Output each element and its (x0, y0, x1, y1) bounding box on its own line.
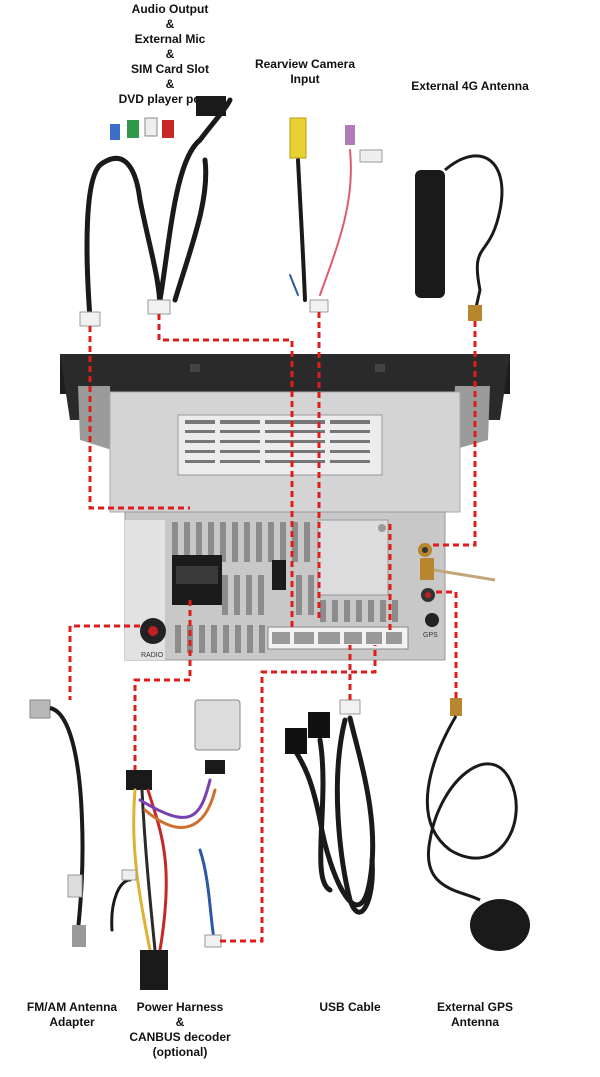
radio-port-label: RADIO (141, 652, 164, 659)
connection-lines (68, 312, 477, 943)
usb-cable (292, 715, 376, 915)
audio-harness (84, 97, 233, 321)
power-harness-label: Power Harness& CANBUS decoder(optional) (129, 1000, 231, 1059)
head-unit: RADIO GPS (60, 354, 510, 661)
camera-cable (289, 149, 352, 302)
external-4g-antenna-label: External 4G Antenna (411, 79, 529, 93)
audio-connectors (79, 96, 226, 327)
power-harness (110, 699, 241, 990)
antenna-4g (415, 154, 504, 321)
usb-cable-label: USB Cable (319, 1000, 381, 1014)
gps-port-label: GPS (423, 632, 438, 639)
camera-connectors (289, 117, 383, 313)
usb-connectors (285, 699, 361, 754)
audio-output-label: Audio Output& External Mic& SIM Card Slo… (118, 2, 222, 106)
gps-antenna (425, 698, 530, 951)
fm-am-adapter (29, 699, 86, 947)
